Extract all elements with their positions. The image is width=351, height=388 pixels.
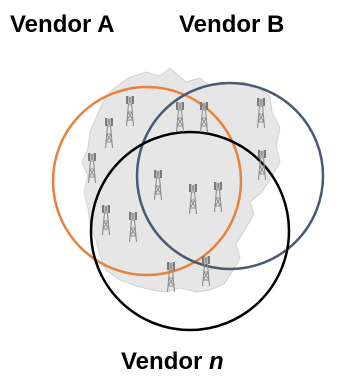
vendor-b-coverage-circle [135,81,325,271]
vendor-n-label-prefix: Vendor [121,348,210,375]
vendor-n-label: Vendor n [121,350,224,374]
vendor-n-coverage-circle [89,130,291,332]
region-map [81,67,281,293]
vendor-b-label: Vendor B [179,11,285,38]
vendor-a-coverage-circle [51,85,243,277]
vendor-a-label: Vendor A [10,11,115,38]
vendor-n-label-variable: n [209,348,224,375]
